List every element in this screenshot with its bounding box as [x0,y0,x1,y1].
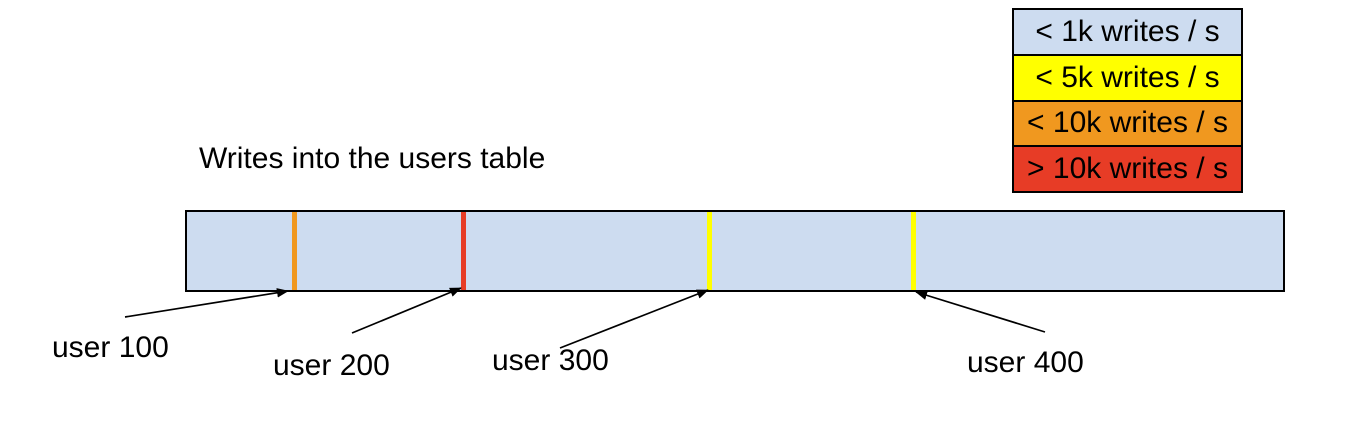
user-label-user-200: user 200 [273,349,390,382]
diagram-title: Writes into the users table [199,142,546,175]
user-label-user-400: user 400 [967,346,1084,379]
user-label-user-100: user 100 [52,331,169,364]
pointer-arrow-2 [351,287,462,334]
hotspot-marker-user-300 [706,212,712,290]
legend-item-gt-10k: > 10k writes / s [1014,145,1241,191]
hotspot-marker-user-400 [910,212,916,290]
legend: < 1k writes / s < 5k writes / s < 10k wr… [1012,8,1243,193]
legend-item-lt-1k: < 1k writes / s [1014,10,1241,54]
users-table-bar [185,210,1285,292]
hotspot-marker-user-200 [460,212,466,290]
hotspot-marker-user-100 [291,212,297,290]
pointer-arrow-1 [124,288,289,318]
legend-item-lt-5k: < 5k writes / s [1014,53,1241,100]
legend-item-lt-10k: < 10k writes / s [1014,99,1241,146]
pointer-arrow-3 [559,289,709,349]
pointer-arrow-4 [915,290,1046,333]
user-label-user-300: user 300 [492,344,609,377]
